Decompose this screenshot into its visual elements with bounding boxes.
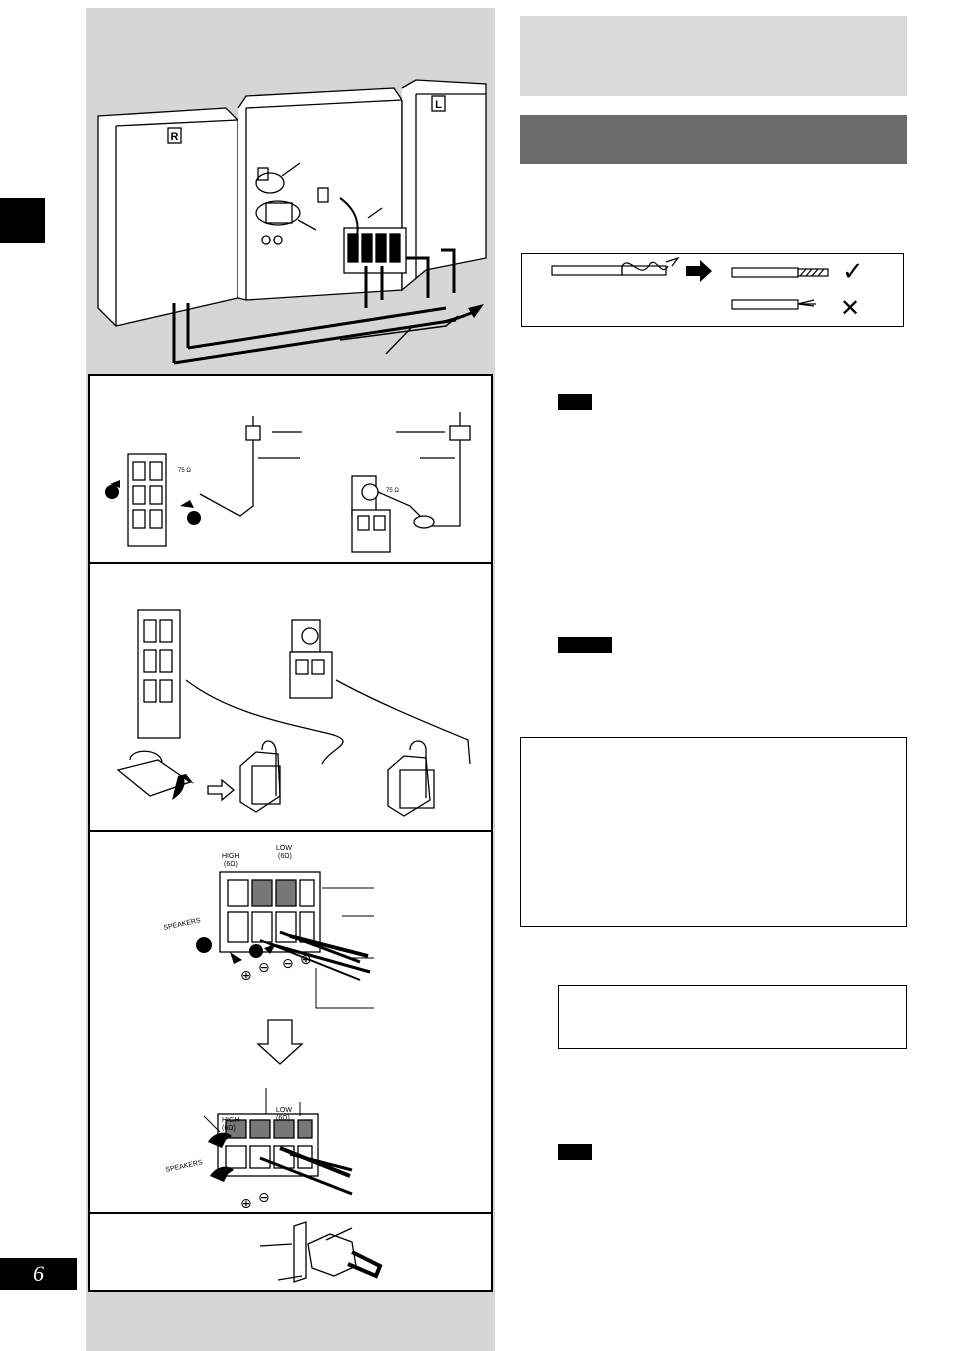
polarity-plus-bottom: ⊕	[240, 1195, 252, 1211]
speaker-right-badge: R	[171, 131, 179, 143]
am-loop-antenna-illustration	[116, 609, 471, 817]
speakers-label-top: SPEAKERS	[163, 917, 202, 932]
polarity-minus-2: ⊖	[282, 955, 294, 971]
info-box	[558, 985, 907, 1049]
ac-cord-panel	[88, 1212, 493, 1292]
high-ohm-label-top: (6Ω)	[224, 861, 238, 868]
speaker-wiring-illustration: HIGH (6Ω) LOW (6Ω) SPEAKERS ⊕ ⊖ ⊖ ⊕ HIGH…	[163, 845, 374, 1211]
notice-box	[520, 737, 907, 927]
caution-tag	[558, 637, 612, 653]
page-heading-banner	[520, 16, 907, 96]
speakers-label-bottom: SPEAKERS	[165, 1159, 204, 1174]
high-ohm-label-bottom: (6Ω)	[222, 1125, 236, 1132]
polarity-plus-1: ⊕	[240, 967, 252, 983]
ac-plug-illustration	[259, 1221, 383, 1283]
fm-impedance-label: 75 Ω	[386, 488, 399, 494]
incorrect-mark: ✕	[840, 295, 860, 322]
page-number: 6	[0, 1258, 77, 1290]
note-tag-2	[558, 1144, 592, 1160]
high-label-bottom: HIGH	[222, 1117, 240, 1124]
speaker-terminals-panel: HIGH (6Ω) LOW (6Ω) SPEAKERS ⊕ ⊖ ⊖ ⊕ HIGH…	[88, 830, 493, 1214]
low-ohm-label-top: (6Ω)	[278, 853, 292, 860]
polarity-minus-bottom: ⊖	[258, 1189, 270, 1205]
note-tag	[558, 394, 592, 410]
correct-mark: ✓	[842, 256, 864, 286]
polarity-minus-1: ⊖	[258, 959, 270, 975]
speaker-left-badge: L	[435, 99, 442, 111]
low-ohm-label-bottom: (6Ω)	[276, 1115, 290, 1122]
section-heading-bar	[520, 115, 907, 164]
polarity-plus-2: ⊕	[300, 951, 312, 967]
low-label-top: LOW	[276, 845, 292, 852]
high-label-top: HIGH	[222, 853, 240, 860]
wire-preparation-box: ✓ ✕	[521, 253, 904, 327]
wire-twist-illustration: ✓ ✕	[551, 256, 864, 322]
system-rear-view: R L	[97, 79, 487, 365]
am-loop-antenna-panel	[88, 562, 493, 832]
antenna-terminal-panel: 75 Ω 75 Ω	[88, 374, 493, 564]
low-label-bottom: LOW	[276, 1107, 292, 1114]
am-impedance-label: 75 Ω	[178, 468, 191, 474]
fm-antenna-connection-illustration: 75 Ω 75 Ω	[105, 412, 471, 553]
section-tab	[0, 198, 45, 243]
